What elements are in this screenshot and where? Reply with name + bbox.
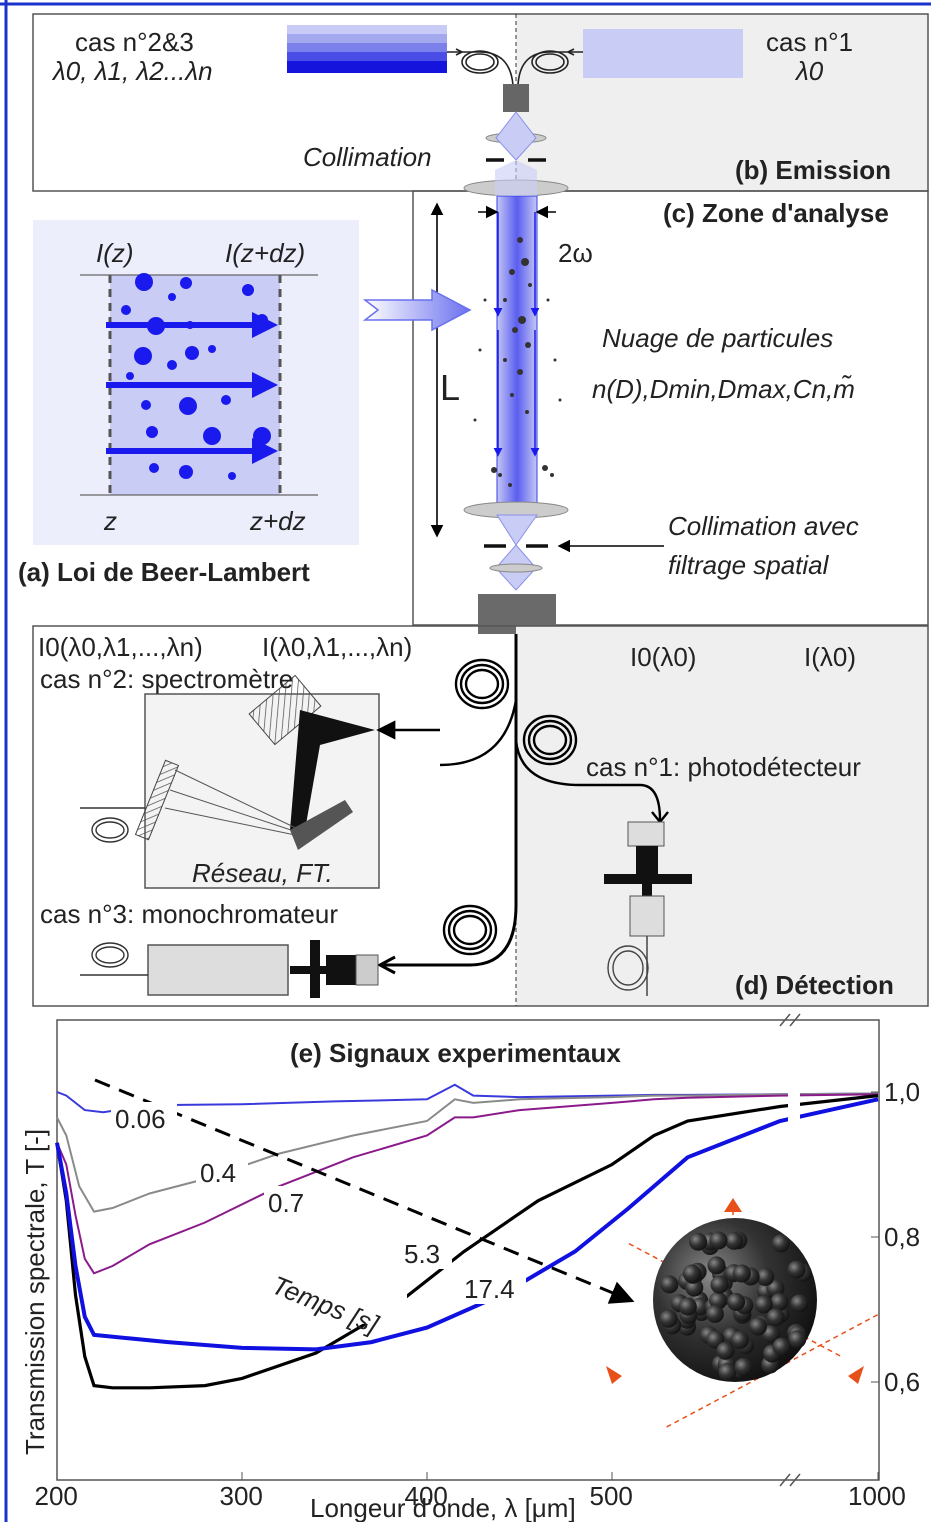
series-line-0.7 bbox=[56, 1093, 879, 1275]
aggregate-sphere bbox=[710, 1275, 729, 1294]
detection-title: (d) Détection bbox=[735, 970, 894, 1000]
aggregate-sphere bbox=[727, 1292, 746, 1311]
y-tick-label: 0,8 bbox=[884, 1222, 920, 1252]
aggregate-icon bbox=[606, 1198, 879, 1428]
aggregate-sphere bbox=[770, 1293, 789, 1311]
aggregate-sphere bbox=[718, 1363, 737, 1381]
izdz-label: I(z+dz) bbox=[225, 238, 305, 268]
aggregate-sphere bbox=[705, 1304, 724, 1323]
series-label-bg bbox=[196, 1156, 248, 1188]
i-single-label: I(λ0) bbox=[804, 642, 856, 672]
aggregate-sphere bbox=[659, 1309, 678, 1328]
aggregate-sphere bbox=[788, 1330, 807, 1349]
series-label-0.7: 0.7 bbox=[268, 1188, 304, 1218]
lambdas-label: λ0, λ1, λ2...λn bbox=[51, 56, 213, 86]
axis-break-gap bbox=[788, 1070, 800, 1150]
series-line-0.4 bbox=[56, 1092, 879, 1213]
i0-multi-label: I0(λ0,λ1,...,λn) bbox=[38, 632, 203, 662]
chart-panel: 200 300 400 500 1000 0,6 0,8 1,0 (e) Signaux ex… bbox=[20, 1013, 920, 1522]
y-tick-label: 0,6 bbox=[884, 1367, 920, 1397]
iz-label: I(z) bbox=[96, 238, 134, 268]
fiber-connector bbox=[503, 84, 529, 112]
cas23-label: cas n°2&3 bbox=[75, 27, 194, 57]
lambda0-label: λ0 bbox=[794, 56, 824, 86]
series-line-17.4 bbox=[55, 1097, 879, 1352]
aggregate-sphere bbox=[766, 1308, 785, 1327]
cas1-label: cas n°1 bbox=[766, 27, 853, 57]
nuage-params: n(D),Dmin,Dmax,Cn,m̃ bbox=[592, 374, 855, 404]
time-arrow bbox=[94, 1078, 635, 1304]
aggregate-sphere bbox=[709, 1231, 728, 1250]
aggregate-sphere bbox=[678, 1297, 697, 1316]
photodetector-icon bbox=[604, 821, 692, 996]
x-tick-label: 500 bbox=[590, 1481, 633, 1511]
series-label-0.06: 0.06 bbox=[115, 1104, 166, 1134]
aggregate-sphere bbox=[660, 1275, 679, 1294]
analysis-panel: 2ω L Nuage de particules n(D),Dmin,Dmax,… bbox=[412, 160, 929, 634]
single-wavelength-source bbox=[583, 29, 743, 78]
aggregate-sphere bbox=[772, 1337, 791, 1356]
cas3-label: cas n°3: monochromateur bbox=[40, 899, 338, 929]
beer-particles bbox=[121, 273, 271, 480]
aggregate-sphere bbox=[731, 1331, 749, 1349]
collim-filter-line1: Collimation avec bbox=[668, 511, 859, 541]
series-label-bg bbox=[460, 1272, 526, 1304]
collim-filter-line2: filtrage spatial bbox=[668, 550, 830, 580]
length-label: L bbox=[440, 367, 460, 408]
series-label-bg bbox=[264, 1186, 316, 1218]
reseau-label: Réseau, FT. bbox=[192, 858, 333, 888]
cas1-det-label: cas n°1: photodétecteur bbox=[586, 752, 861, 782]
zdz-label: z+dz bbox=[249, 506, 306, 536]
laser-beam bbox=[496, 195, 538, 509]
emission-panel: Collimation cas n°2&3 λ0, λ1, λ2...λn ca… bbox=[32, 13, 929, 192]
series-label-5.3: 5.3 bbox=[404, 1239, 440, 1269]
chart-title: (e) Signaux experimentaux bbox=[290, 1038, 621, 1068]
x-tick-label: 300 bbox=[220, 1481, 263, 1511]
zoom-arrow-icon bbox=[362, 288, 472, 332]
aggregate-sphere bbox=[689, 1232, 708, 1251]
particle-cloud bbox=[473, 237, 562, 487]
aggregate-sphere bbox=[756, 1267, 775, 1286]
collimation-label: Collimation bbox=[303, 142, 432, 172]
x-tick-label: 200 bbox=[35, 1481, 78, 1511]
multi-wavelength-source bbox=[287, 25, 447, 73]
beam-diameter-label: 2ω bbox=[558, 238, 593, 268]
fiber-coupler-icon bbox=[447, 48, 583, 86]
x-tick-label: 400 bbox=[405, 1481, 448, 1511]
detection-panel: I0(λ0,λ1,...,λn) I(λ0,λ1,...,λn) I0(λ0) … bbox=[32, 625, 929, 1007]
aggregate-sphere bbox=[790, 1294, 809, 1313]
z-label: z bbox=[103, 506, 117, 536]
aggregate-sphere bbox=[725, 1231, 743, 1250]
aggregate-sphere bbox=[682, 1264, 701, 1283]
series-line-5.3 bbox=[55, 1094, 879, 1390]
series-label-17.4: 17.4 bbox=[464, 1274, 515, 1304]
aggregate-sphere bbox=[771, 1234, 790, 1253]
beer-title: (a) Loi de Beer-Lambert bbox=[18, 557, 310, 587]
series-label-0.4: 0.4 bbox=[200, 1158, 236, 1188]
beer-lambert-panel: I(z) I(z+dz) z z+dz (a) Loi de Beer-Lamb… bbox=[18, 220, 472, 587]
series-line-0.06 bbox=[56, 1083, 879, 1114]
nuage-title: Nuage de particules bbox=[602, 323, 833, 353]
chart-xlabel: Longeur d'onde, λ [μm] bbox=[310, 1493, 576, 1522]
cas2-label: cas n°2: spectromètre bbox=[40, 664, 293, 694]
aggregate-sphere bbox=[732, 1264, 751, 1283]
monochromator-box bbox=[147, 944, 289, 996]
y-tick-label: 1,0 bbox=[884, 1077, 920, 1107]
aggregate-sphere bbox=[707, 1256, 726, 1275]
i-multi-label: I(λ0,λ1,...,λn) bbox=[262, 632, 412, 662]
series-label-bg bbox=[111, 1102, 177, 1134]
aggregate-sphere bbox=[749, 1317, 767, 1336]
aggregate-sphere bbox=[734, 1357, 753, 1376]
x-tick-label: 1000 bbox=[848, 1481, 906, 1511]
chart-ylabel: Transmission spectrale, T [-] bbox=[20, 1129, 50, 1455]
aggregate-sphere bbox=[754, 1295, 773, 1314]
aggregate-sphere bbox=[787, 1260, 806, 1279]
series-label-bg bbox=[400, 1237, 452, 1269]
emission-title: (b) Emission bbox=[735, 155, 891, 185]
i0-single-label: I0(λ0) bbox=[630, 642, 696, 672]
analysis-title: (c) Zone d'analyse bbox=[663, 198, 889, 228]
aggregate-sphere bbox=[716, 1341, 735, 1360]
